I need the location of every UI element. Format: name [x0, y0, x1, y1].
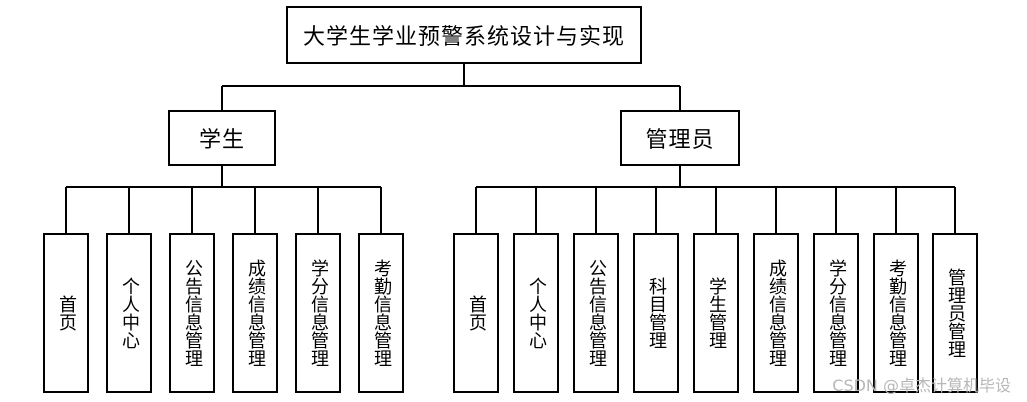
leaf-node: 公告信息管理: [169, 233, 215, 393]
leaf-node: 考勤信息管理: [873, 233, 919, 393]
leaf-label: 管理员管理: [945, 268, 966, 358]
root-node: 大学生学业预警系统设计与实现: [286, 6, 642, 64]
role-label-admin: 管理员: [645, 128, 715, 153]
leaf-label: 考勤信息管理: [886, 259, 907, 367]
leaf-node: 公告信息管理: [573, 233, 619, 393]
leaf-node: 管理员管理: [932, 233, 978, 393]
leaf-label: 首页: [466, 295, 487, 331]
leaf-node: 学分信息管理: [295, 233, 341, 393]
leaf-node: 个人中心: [106, 233, 152, 393]
role-node-admin: 管理员: [620, 110, 740, 166]
leaf-node: 考勤信息管理: [358, 233, 404, 393]
leaf-node: 成绩信息管理: [232, 233, 278, 393]
leaf-label: 科目管理: [646, 277, 667, 349]
leaf-node: 成绩信息管理: [753, 233, 799, 393]
leaf-label: 学分信息管理: [826, 259, 847, 367]
leaf-label: 个人中心: [526, 277, 547, 349]
leaf-label: 学生管理: [706, 277, 727, 349]
leaf-label: 成绩信息管理: [766, 259, 787, 367]
leaf-label: 首页: [56, 295, 77, 331]
leaf-node: 学分信息管理: [813, 233, 859, 393]
leaf-node: 个人中心: [513, 233, 559, 393]
role-label-student: 学生: [198, 128, 245, 153]
leaf-label: 公告信息管理: [586, 259, 607, 367]
root-label: 大学生学业预警系统设计与实现: [302, 25, 625, 50]
leaf-label: 学分信息管理: [308, 259, 329, 367]
watermark: CSDN @卓杰计算机毕设: [832, 376, 1011, 395]
leaf-label: 考勤信息管理: [371, 259, 392, 367]
leaf-node: 学生管理: [693, 233, 739, 393]
role-node-student: 学生: [168, 110, 276, 166]
leaf-node: 首页: [43, 233, 89, 393]
leaf-label: 个人中心: [119, 277, 140, 349]
leaf-label: 公告信息管理: [182, 259, 203, 367]
leaf-label: 成绩信息管理: [245, 259, 266, 367]
leaf-node: 首页: [453, 233, 499, 393]
leaf-node: 科目管理: [633, 233, 679, 393]
